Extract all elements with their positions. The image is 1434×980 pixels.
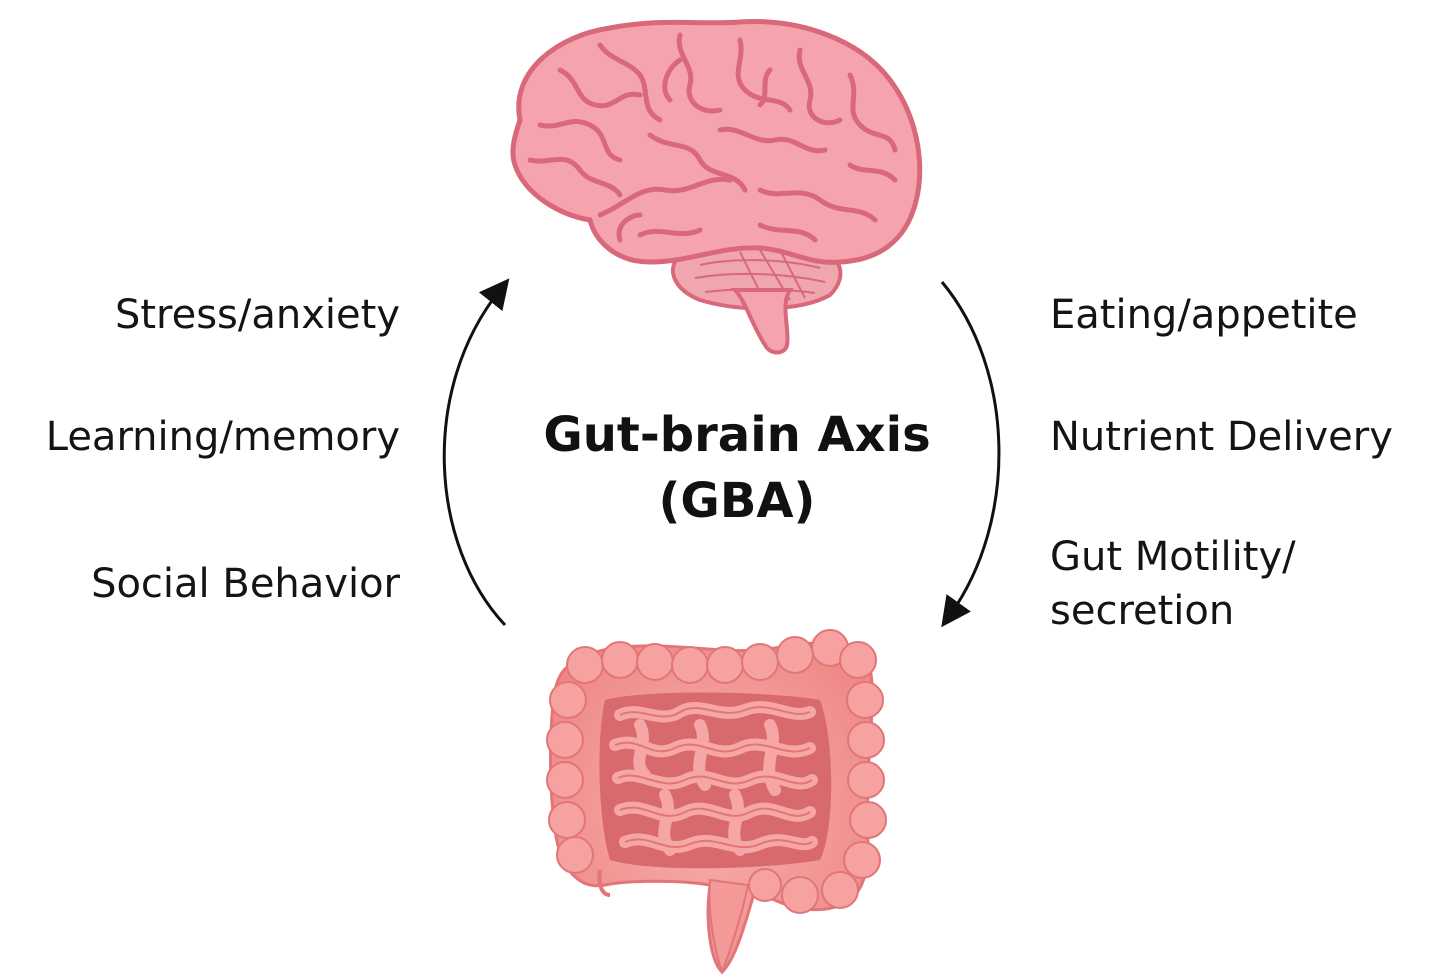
effect-eating-appetite: Eating/appetite — [1050, 292, 1358, 338]
diagram-title: Gut-brain Axis (GBA) — [462, 402, 1012, 534]
effect-social-behavior: Social Behavior — [91, 561, 400, 607]
brain-icon — [510, 19, 923, 355]
effect-stress-anxiety: Stress/anxiety — [114, 292, 400, 338]
effect-nutrient-delivery: Nutrient Delivery — [1050, 414, 1393, 460]
title-line-1: Gut-brain Axis — [543, 407, 931, 463]
title-line-2: (GBA) — [658, 473, 816, 529]
arrow-down-icon — [940, 281, 1001, 628]
effect-learning-memory: Learning/memory — [45, 414, 400, 460]
effect-secretion: secretion — [1050, 588, 1235, 634]
effect-gut-motility: Gut Motility/ — [1050, 534, 1296, 580]
intestine-icon — [546, 629, 887, 976]
arrow-up-icon — [442, 278, 510, 627]
